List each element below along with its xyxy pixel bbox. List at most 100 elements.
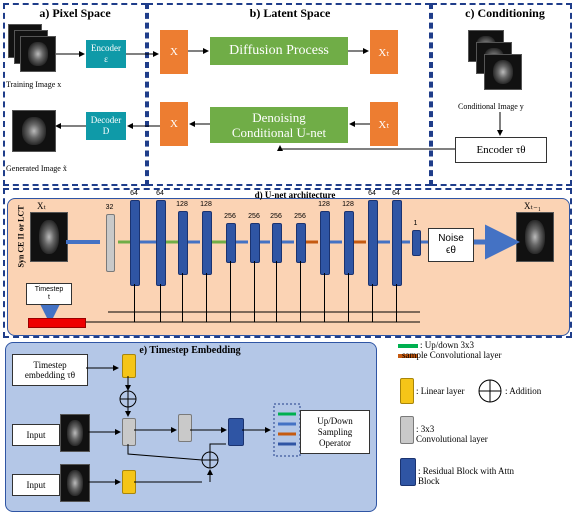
embedding-conv-layer-2	[178, 414, 192, 442]
timestep-embedding-symbol: embedding τθ	[24, 370, 76, 380]
unet-timestep-feed	[230, 261, 231, 322]
unet-timestep-feed	[182, 273, 183, 322]
legend-conv-text: : 3x3 Convolutional layer	[416, 424, 488, 444]
emb-arrow-skip	[127, 444, 203, 461]
unet-residual-block	[130, 200, 140, 286]
pixel-space-panel	[3, 3, 147, 186]
unet-panel	[7, 198, 570, 336]
conditional-unet-label: Conditional U-net	[231, 125, 327, 140]
unet-channel-label: 128	[318, 201, 330, 208]
unet-residual-block	[392, 200, 402, 286]
decoder-label: Decoder	[90, 115, 122, 125]
latent-x-top: X	[160, 30, 188, 74]
conditioning-panel	[431, 3, 572, 186]
conditional-image-caption: Conditional Image y	[458, 102, 524, 111]
encoder-label: Encoder	[91, 43, 121, 53]
sampling-line-1: Up/Down	[317, 415, 353, 426]
unet-channel-label: 64	[156, 190, 164, 197]
diffusion-process-box: Diffusion Process	[210, 37, 348, 65]
unet-channel-label: 64	[368, 190, 376, 197]
legend-conv-icon	[400, 416, 414, 444]
legend-resblock-line1: : Residual Block with Attn	[418, 466, 514, 476]
unet-residual-block	[178, 211, 188, 275]
unet-channel-label: 256	[294, 213, 306, 220]
unet-channel-label: 64	[130, 190, 138, 197]
unet-channel-label: 64	[392, 190, 400, 197]
unet-output-label: Xₜ₋₁	[524, 201, 542, 211]
unet-channel-label: 256	[270, 213, 282, 220]
generated-image-caption: Generated Image x̃	[6, 164, 67, 173]
denoising-label: Denoising	[252, 110, 306, 125]
unet-timestep-feed	[254, 261, 255, 322]
timestep-label: Timestep	[34, 286, 64, 293]
unet-timestep-feed	[206, 273, 207, 322]
unet-channel-label: 128	[176, 201, 188, 208]
noise-label: Noise	[438, 233, 464, 244]
conditional-image-front	[484, 54, 522, 90]
latent-space-panel	[147, 3, 431, 186]
encoder-box: Encoder ε	[86, 40, 126, 68]
embedding-conv-layer-1	[122, 418, 136, 446]
unet-channel-label: 256	[224, 213, 236, 220]
unet-residual-block	[156, 200, 166, 286]
unet-residual-block	[202, 211, 212, 275]
embedding-linear-layer-top	[122, 354, 136, 378]
denoising-unet-box: Denoising Conditional U-net	[210, 107, 348, 143]
unet-residual-block	[368, 200, 378, 286]
training-image-caption: Training Image x	[6, 80, 62, 89]
timestep-symbol: t	[48, 294, 50, 301]
unet-timestep-feed	[348, 273, 349, 322]
input-box-2: Input	[12, 474, 60, 496]
latent-space-title: b) Latent Space	[249, 6, 331, 20]
unet-timestep-feed	[160, 284, 161, 322]
legend-updown-line1: : Up/down 3x3	[420, 340, 474, 350]
legend-resblock-icon	[400, 458, 416, 486]
unet-channel-label: 128	[342, 201, 354, 208]
decoder-box: Decoder D	[86, 112, 126, 140]
legend-linear-text: : Linear layer	[416, 386, 465, 396]
unet-residual-block	[226, 223, 236, 263]
conditioning-encoder-box: Encoder τθ	[455, 137, 547, 163]
sampling-group-dash	[273, 403, 301, 457]
generated-image	[12, 110, 56, 152]
unet-timestep-feed	[134, 284, 135, 322]
legend-resblock-text: : Residual Block with Attn Block	[418, 466, 514, 486]
timestep-embedding-label: Timestep	[33, 360, 67, 370]
unet-timestep-feed	[276, 261, 277, 322]
unet-input-image	[30, 212, 68, 262]
unet-residual-block	[250, 223, 260, 263]
unet-output-block	[412, 230, 421, 256]
embedding-input-image-2	[60, 464, 90, 502]
unet-channel-label: 1	[413, 220, 418, 227]
unet-outer-dash	[3, 188, 572, 338]
unet-conv-block	[106, 214, 115, 272]
timestep-box: Timestep t	[26, 283, 72, 305]
embedding-input-image-1	[60, 414, 90, 452]
latent-x-bottom: X	[160, 102, 188, 146]
legend-linear-icon	[400, 378, 414, 404]
top-connectors	[55, 48, 503, 151]
decoder-symbol: D	[102, 126, 110, 136]
input-box-1: Input	[12, 424, 60, 446]
pixel-space-title: a) Pixel Space	[39, 6, 111, 20]
unet-channel-label: 128	[200, 201, 212, 208]
unet-residual-block	[320, 211, 330, 275]
unet-timestep-feed	[396, 284, 397, 322]
unet-timestep-feed	[300, 261, 301, 322]
unet-channel-label: 256	[248, 213, 260, 220]
timestep-embedding-box: Timestep embedding τθ	[12, 354, 88, 386]
legend-resblock-line2: Block	[418, 476, 440, 486]
training-image-front	[20, 36, 56, 72]
latent-xt-top: Xₜ	[370, 30, 398, 74]
latent-xt-bottom: Xₜ	[370, 102, 398, 146]
unet-channel-label: 32	[105, 204, 114, 211]
legend-conv-line1: : 3x3	[416, 424, 435, 434]
legend-updown-text: : Up/down 3x3 sample Convolutional layer	[402, 340, 501, 360]
unet-timestep-feed	[372, 284, 373, 322]
legend-addition-text: : Addition	[505, 386, 542, 396]
legend-conv-line2: Convolutional layer	[416, 434, 488, 444]
arrow-cond-encoder-to-unet	[277, 145, 455, 151]
embedding-residual-block	[228, 418, 244, 446]
embedding-title: e) Timestep Embedding	[139, 345, 241, 356]
